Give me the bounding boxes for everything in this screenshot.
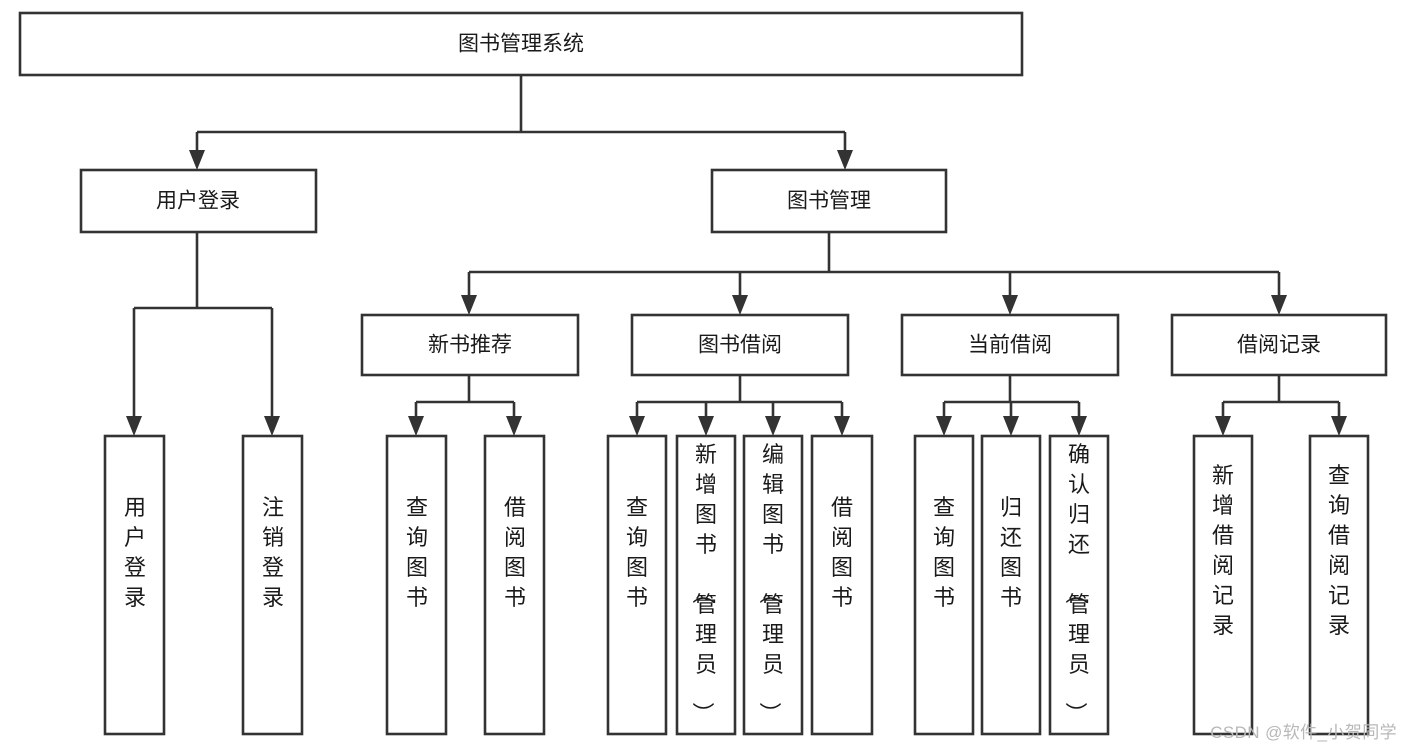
node-root[interactable]: 图书管理系统	[18, 11, 1024, 77]
node-leaf-query-book-3[interactable]: 查询图书	[913, 434, 975, 736]
node-leaf-user-login[interactable]: 用户登录	[103, 434, 166, 736]
node-borrow-record-label: 借阅记录	[1237, 334, 1321, 357]
connector-bookborrow-to-leaves	[629, 375, 850, 436]
connector-borrowrecord-to-leaves	[1215, 375, 1347, 436]
node-book-manage-label: 图书管理	[787, 190, 871, 213]
node-book-borrow[interactable]: 图书借阅	[630, 313, 850, 377]
node-leaf-edit-book[interactable]: 编辑图书（管理员）	[742, 434, 804, 736]
node-user-login[interactable]: 用户登录	[79, 168, 318, 234]
node-new-book-recommend-label: 新书推荐	[428, 334, 512, 357]
connector-bookmanage-to-level3	[461, 232, 1287, 315]
connector-currentborrow-to-leaves	[936, 375, 1087, 436]
node-leaf-borrow-book-2-label: 借阅图书	[831, 495, 853, 610]
node-leaf-query-book-3-label: 查询图书	[933, 495, 955, 610]
node-leaf-add-book[interactable]: 新增图书（管理员）	[675, 434, 737, 736]
node-leaf-query-record-label: 查询借阅记录	[1328, 463, 1350, 638]
node-leaf-query-book-2[interactable]: 查询图书	[606, 434, 668, 736]
node-leaf-confirm-return-label: 确认归还（管理员）	[1063, 442, 1090, 724]
node-leaf-borrow-book-1[interactable]: 借阅图书	[483, 434, 546, 736]
node-user-login-label: 用户登录	[156, 190, 240, 213]
connector-recommend-to-leaves	[408, 375, 522, 436]
csdn-watermark: CSDN @软件_小贺同学	[1210, 723, 1397, 742]
node-new-book-recommend[interactable]: 新书推荐	[360, 313, 580, 377]
node-leaf-query-book-1[interactable]: 查询图书	[385, 434, 448, 736]
node-leaf-confirm-return[interactable]: 确认归还（管理员）	[1048, 434, 1110, 736]
node-leaf-logout[interactable]: 注销登录	[241, 434, 304, 736]
node-leaf-edit-book-label: 编辑图书（管理员）	[757, 442, 784, 724]
node-leaf-borrow-book-1-label: 借阅图书	[504, 495, 526, 610]
node-leaf-query-book-1-label: 查询图书	[406, 495, 428, 610]
node-leaf-query-book-2-label: 查询图书	[626, 495, 648, 610]
node-borrow-record[interactable]: 借阅记录	[1170, 313, 1388, 377]
node-leaf-logout-label: 注销登录	[262, 495, 284, 610]
node-leaf-return-book-label: 归还图书	[1000, 495, 1022, 610]
connector-root-to-level2	[189, 75, 853, 170]
node-current-borrow-label: 当前借阅	[968, 334, 1052, 357]
node-current-borrow[interactable]: 当前借阅	[900, 313, 1120, 377]
connector-userlogin-to-leaves	[126, 232, 280, 436]
node-book-manage[interactable]: 图书管理	[710, 168, 948, 234]
node-leaf-add-record-label: 新增借阅记录	[1212, 463, 1234, 638]
node-root-label: 图书管理系统	[458, 33, 584, 56]
node-leaf-user-login-label: 用户登录	[124, 495, 146, 610]
node-leaf-return-book[interactable]: 归还图书	[980, 434, 1042, 736]
node-leaf-add-book-label: 新增图书（管理员）	[690, 442, 717, 724]
node-book-borrow-label: 图书借阅	[698, 334, 782, 357]
node-leaf-query-record[interactable]: 查询借阅记录	[1308, 434, 1370, 736]
node-leaf-borrow-book-2[interactable]: 借阅图书	[810, 434, 874, 736]
node-leaf-add-record[interactable]: 新增借阅记录	[1192, 434, 1254, 736]
